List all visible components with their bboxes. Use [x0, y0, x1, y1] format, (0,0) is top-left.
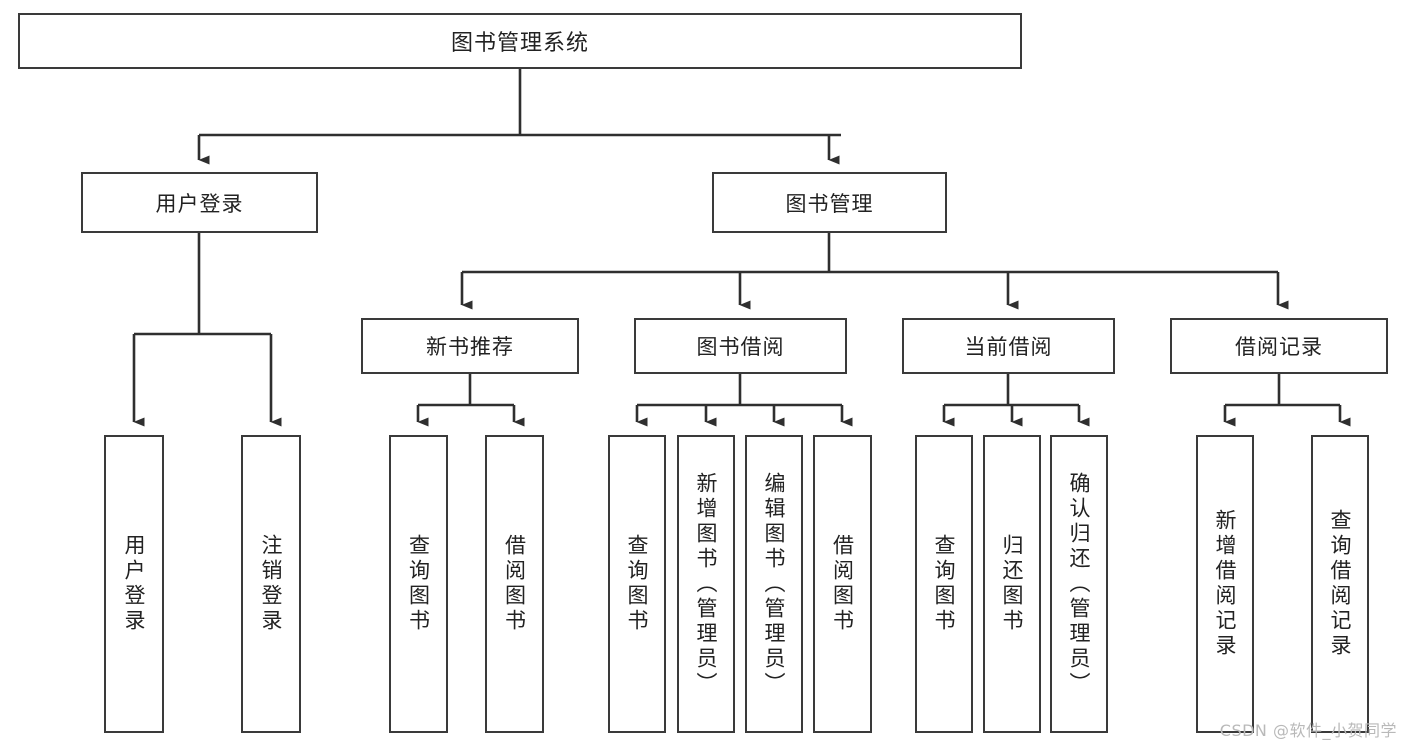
leaf-logout[interactable]: 注销登录	[241, 435, 301, 733]
leaf-add-book-admin[interactable]: 新增图书（管理员）	[677, 435, 735, 733]
leaf-borrow-book[interactable]: 借阅图书	[813, 435, 872, 733]
node-borrow-record[interactable]: 借阅记录	[1170, 318, 1388, 374]
leaf-borrow-book-recommend[interactable]: 借阅图书	[485, 435, 544, 733]
leaf-query-book-recommend[interactable]: 查询图书	[389, 435, 448, 733]
node-current-borrow[interactable]: 当前借阅	[902, 318, 1115, 374]
node-book-borrow[interactable]: 图书借阅	[634, 318, 847, 374]
leaf-user-login[interactable]: 用户登录	[104, 435, 164, 733]
leaf-add-borrow-record[interactable]: 新增借阅记录	[1196, 435, 1254, 733]
node-book-management[interactable]: 图书管理	[712, 172, 947, 233]
node-root[interactable]: 图书管理系统	[18, 13, 1022, 69]
leaf-return-book[interactable]: 归还图书	[983, 435, 1041, 733]
leaf-query-book-current[interactable]: 查询图书	[915, 435, 973, 733]
node-user-login[interactable]: 用户登录	[81, 172, 318, 233]
leaf-confirm-return-admin[interactable]: 确认归还（管理员）	[1050, 435, 1108, 733]
leaf-edit-book-admin[interactable]: 编辑图书（管理员）	[745, 435, 803, 733]
leaf-query-borrow-record[interactable]: 查询借阅记录	[1311, 435, 1369, 733]
watermark: CSDN @软件_小贺同学	[1219, 721, 1397, 740]
leaf-query-book-borrow[interactable]: 查询图书	[608, 435, 666, 733]
node-new-book-recommend[interactable]: 新书推荐	[361, 318, 579, 374]
